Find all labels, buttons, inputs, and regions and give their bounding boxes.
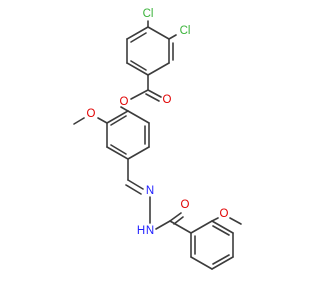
bond — [147, 26, 170, 40]
bond — [145, 93, 160, 102]
bond — [106, 146, 129, 160]
bond — [130, 32, 147, 43]
bond — [127, 146, 150, 160]
bond — [169, 220, 192, 234]
bond — [110, 144, 127, 155]
amide-hydrogen-label: H — [137, 225, 145, 237]
bond — [127, 110, 150, 124]
bond — [120, 106, 129, 112]
bond — [190, 256, 213, 270]
bond — [168, 34, 177, 40]
amide-oxygen-label: O — [181, 199, 190, 211]
amide-nitrogen-label: N — [146, 225, 154, 237]
bond — [130, 60, 147, 71]
bond — [212, 225, 230, 236]
molecule-svg: Cl Cl O O O N N H O O — [73, 8, 242, 270]
bond — [190, 220, 213, 234]
bond — [211, 217, 219, 222]
bond — [211, 256, 234, 270]
bond — [173, 216, 184, 225]
cl-top-label: Cl — [143, 8, 154, 20]
carbonyl-oxygen-ester-label: O — [163, 94, 172, 106]
bond — [211, 220, 234, 234]
structure-diagram: Cl Cl O O O N N H O O — [73, 8, 242, 270]
methoxy-oxygen-left-label: O — [87, 108, 96, 120]
atom-labels: Cl Cl O O O N N H O O — [87, 8, 229, 237]
bond — [106, 110, 129, 124]
imine-nitrogen-label: N — [146, 185, 154, 197]
bonds — [73, 20, 242, 270]
bond — [126, 26, 149, 40]
methoxy-oxygen-bottom-label: O — [220, 208, 229, 220]
bond — [97, 117, 108, 124]
bond — [126, 62, 149, 76]
bond — [127, 179, 144, 190]
bond — [155, 220, 171, 230]
bond — [147, 89, 162, 98]
ester-oxygen-label: O — [120, 96, 129, 108]
bond — [125, 184, 142, 195]
bond — [212, 254, 230, 265]
bond — [130, 89, 149, 100]
bond — [169, 212, 182, 222]
cl-right-label: Cl — [180, 25, 191, 37]
bond — [229, 217, 242, 225]
bond — [110, 115, 127, 126]
bond — [73, 117, 85, 125]
bond — [147, 62, 170, 76]
